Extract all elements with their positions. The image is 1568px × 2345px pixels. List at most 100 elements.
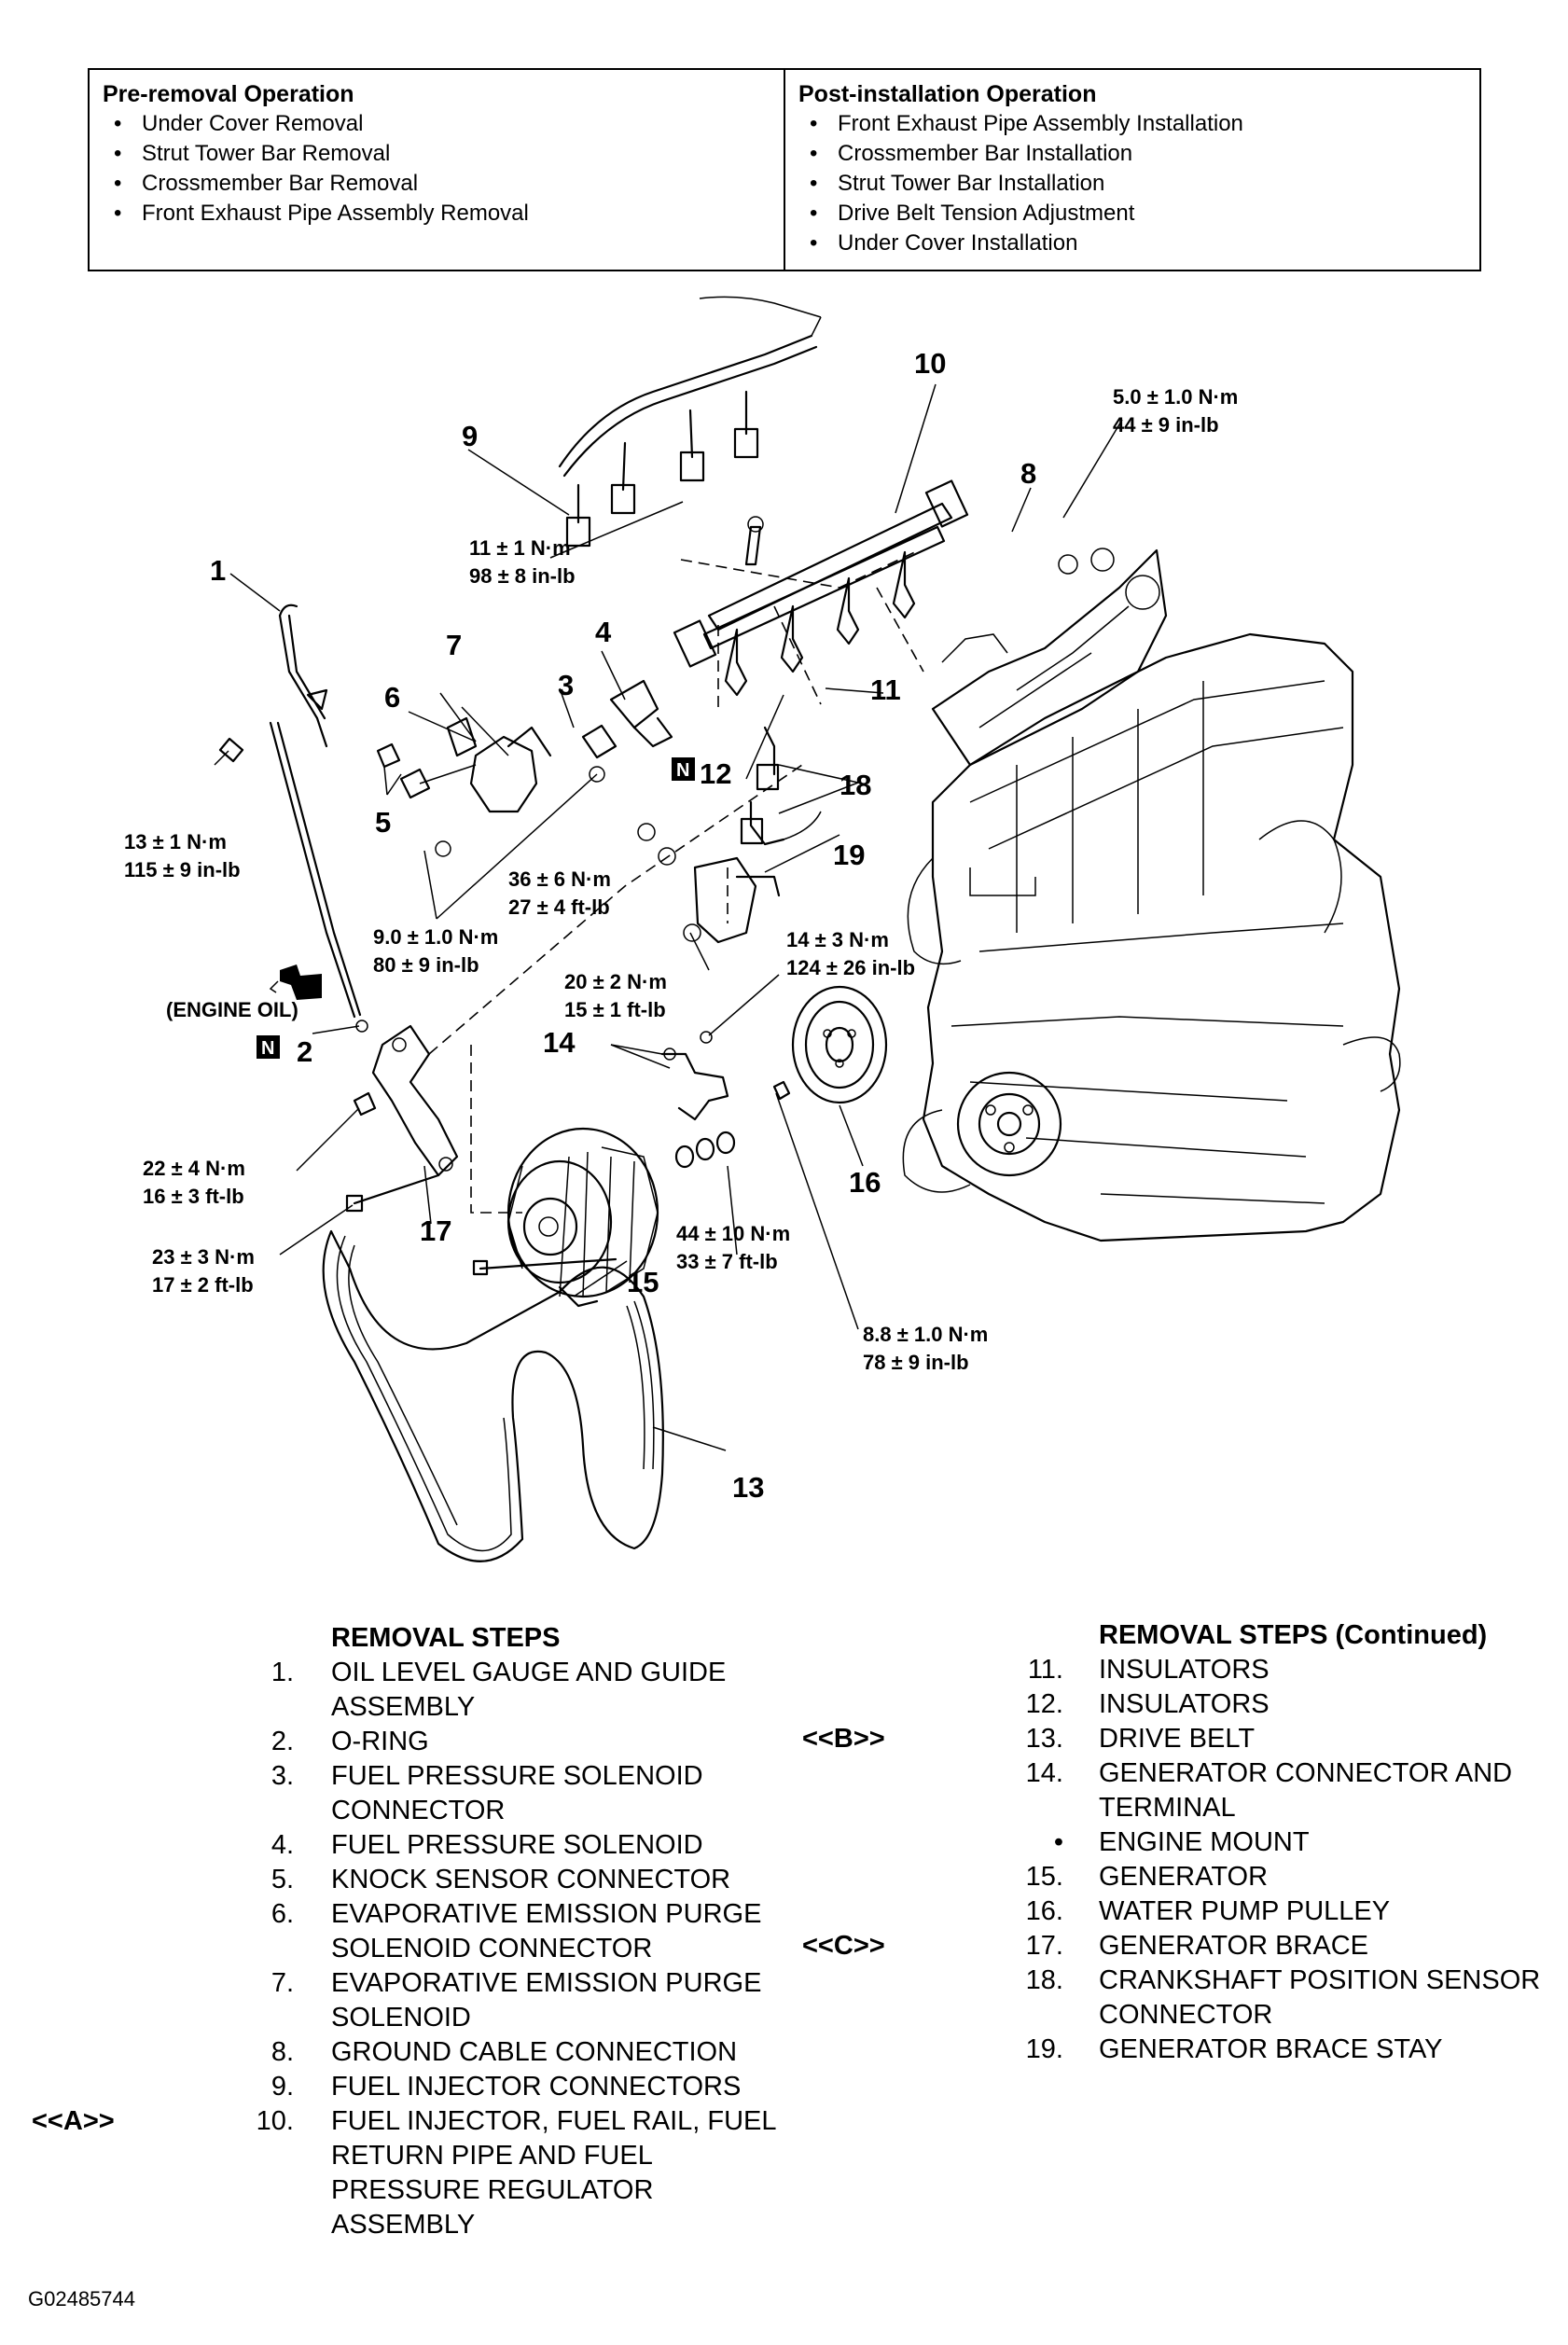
torque-36-nm: 36 ± 6 N·m xyxy=(508,867,611,891)
generator-drawing xyxy=(470,1045,659,1308)
callout-16: 16 xyxy=(849,1166,881,1199)
callout-11: 11 xyxy=(870,673,901,706)
list-item: Under Cover Installation xyxy=(798,229,1466,258)
torque-78-inlb: 78 ± 9 in-lb xyxy=(863,1351,969,1374)
torque-80-inlb: 80 ± 9 in-lb xyxy=(373,953,479,977)
list-item: 3.FUEL PRESSURE SOLENOID CONNECTOR xyxy=(271,1761,703,1825)
torque-124-inlb: 124 ± 26 in-lb xyxy=(786,956,915,979)
list-item: 4.FUEL PRESSURE SOLENOID xyxy=(271,1830,703,1860)
removal-steps-continued: REMOVAL STEPS (Continued) 11.INSULATORS … xyxy=(793,1618,1567,2067)
torque-5-0-nm: 5.0 ± 1.0 N·m xyxy=(1113,385,1238,409)
torque-44-nm: 44 ± 10 N·m xyxy=(676,1222,790,1245)
exploded-view-diagram: 1 2 3 4 5 6 7 8 9 10 11 12 13 14 15 16 1… xyxy=(0,280,1568,1576)
list-item: 8.GROUND CABLE CONNECTION xyxy=(271,2037,738,2067)
torque-8-8-nm: 8.8 ± 1.0 N·m xyxy=(863,1323,988,1346)
n-mark-2: N xyxy=(257,1035,280,1059)
list-item: <<C>>17.GENERATOR BRACE xyxy=(802,1931,1368,1961)
torque-22-nm: 22 ± 4 N·m xyxy=(143,1157,245,1180)
callout-12: 12 xyxy=(700,757,731,790)
torque-23-nm: 23 ± 3 N·m xyxy=(152,1245,255,1269)
removal-steps-continued-header: REMOVAL STEPS (Continued) xyxy=(1099,1620,1488,1650)
torque-16-ftlb: 16 ± 3 ft-lb xyxy=(143,1185,244,1208)
torque-11-nm: 11 ± 1 N·m xyxy=(469,536,571,560)
callout-10: 10 xyxy=(914,347,946,380)
fuel-rail-assembly-drawing xyxy=(673,479,969,709)
list-item: 15.GENERATOR xyxy=(1025,1862,1269,1892)
callout-13: 13 xyxy=(732,1471,764,1504)
engine-oil-label: (ENGINE OIL) xyxy=(166,998,298,1021)
torque-27-ftlb: 27 ± 4 ft-lb xyxy=(508,895,610,919)
wire-harness-drawing xyxy=(558,296,822,548)
callout-14: 14 xyxy=(543,1026,576,1059)
list-item: <<A>>10.FUEL INJECTOR, FUEL RAIL, FUEL R… xyxy=(32,2106,776,2240)
list-item: 14.GENERATOR CONNECTOR AND TERMINAL xyxy=(1025,1758,1513,1823)
pre-removal-list: Under Cover Removal Strut Tower Bar Remo… xyxy=(103,109,770,229)
torque-98-inlb: 98 ± 8 in-lb xyxy=(469,564,576,588)
callout-numbers: 1 2 3 4 5 6 7 8 9 10 11 12 13 14 15 16 1… xyxy=(210,347,1036,1504)
post-installation-column: Post-installation Operation Front Exhaus… xyxy=(784,70,1479,270)
list-item: 9.FUEL INJECTOR CONNECTORS xyxy=(271,2072,742,2102)
n-mark-12: N xyxy=(672,757,695,781)
list-item: Front Exhaust Pipe Assembly Installation xyxy=(798,109,1466,139)
list-item: 6.EVAPORATIVE EMISSION PURGE SOLENOID CO… xyxy=(271,1899,762,1963)
oil-can-icon xyxy=(269,964,322,1000)
pre-removal-column: Pre-removal Operation Under Cover Remova… xyxy=(90,70,784,270)
callout-7: 7 xyxy=(446,629,462,661)
list-item: 7.EVAPORATIVE EMISSION PURGE SOLENOID xyxy=(271,1968,762,2033)
list-item: 12.INSULATORS xyxy=(1025,1689,1270,1719)
figure-id: G02485744 xyxy=(28,2287,135,2310)
operations-table: Pre-removal Operation Under Cover Remova… xyxy=(88,68,1481,271)
engine-block-drawing xyxy=(902,548,1401,1242)
leader-lines xyxy=(214,383,1123,1451)
torque-9-0-nm: 9.0 ± 1.0 N·m xyxy=(373,925,498,949)
list-item: 18.CRANKSHAFT POSITION SENSOR CONNECTOR xyxy=(1025,1965,1541,2030)
callout-17: 17 xyxy=(420,1214,451,1247)
callout-15: 15 xyxy=(627,1266,659,1298)
generator-connector-drawing xyxy=(660,1031,736,1169)
callout-2: 2 xyxy=(297,1035,312,1068)
list-item: 19.GENERATOR BRACE STAY xyxy=(1025,2034,1443,2064)
callout-6: 6 xyxy=(384,681,400,714)
list-item: Drive Belt Tension Adjustment xyxy=(798,199,1466,229)
svg-text:N: N xyxy=(261,1038,274,1059)
brace-stay-drawing xyxy=(637,726,822,944)
callout-4: 4 xyxy=(595,616,612,648)
torque-33-ftlb: 33 ± 7 ft-lb xyxy=(676,1250,778,1273)
list-item: Strut Tower Bar Removal xyxy=(103,139,770,169)
list-item: <<B>>13.DRIVE BELT xyxy=(802,1724,1256,1754)
water-pump-pulley-drawing xyxy=(772,985,888,1104)
callout-8: 8 xyxy=(1020,457,1036,490)
list-item: Front Exhaust Pipe Assembly Removal xyxy=(103,199,770,229)
torque-115-inlb: 115 ± 9 in-lb xyxy=(124,858,241,881)
post-installation-list: Front Exhaust Pipe Assembly Installation… xyxy=(798,109,1466,258)
torque-15-ftlb: 15 ± 1 ft-lb xyxy=(564,998,666,1021)
list-item: 1.OIL LEVEL GAUGE AND GUIDE ASSEMBLY xyxy=(271,1658,727,1722)
list-item: 16.WATER PUMP PULLEY xyxy=(1025,1896,1391,1926)
torque-14-nm: 14 ± 3 N·m xyxy=(786,928,889,951)
list-item: 11.INSULATORS xyxy=(1027,1655,1270,1685)
callout-9: 9 xyxy=(462,420,478,452)
callout-19: 19 xyxy=(833,839,865,871)
callout-5: 5 xyxy=(375,806,391,839)
torque-20-nm: 20 ± 2 N·m xyxy=(564,970,667,993)
list-item: Under Cover Removal xyxy=(103,109,770,139)
post-installation-title: Post-installation Operation xyxy=(798,81,1097,107)
callout-3: 3 xyxy=(558,669,574,701)
list-item: •ENGINE MOUNT xyxy=(1053,1827,1310,1857)
list-item: Crossmember Bar Removal xyxy=(103,169,770,199)
list-item: Strut Tower Bar Installation xyxy=(798,169,1466,199)
callout-1: 1 xyxy=(210,554,226,587)
list-item: 2.O-RING xyxy=(271,1727,429,1756)
callout-18: 18 xyxy=(840,769,871,801)
solenoid-assemblies-drawing xyxy=(376,679,673,857)
removal-steps-header: REMOVAL STEPS xyxy=(331,1623,561,1653)
drive-belt-drawing xyxy=(322,1229,664,1562)
generator-brace-drawing xyxy=(345,764,803,1213)
removal-steps: REMOVAL STEPS 1.OIL LEVEL GAUGE AND GUID… xyxy=(0,1621,802,2242)
oil-level-gauge-drawing xyxy=(218,604,368,1033)
list-item: 5.KNOCK SENSOR CONNECTOR xyxy=(271,1865,731,1894)
torque-17-ftlb: 17 ± 2 ft-lb xyxy=(152,1273,254,1297)
torque-13-nm: 13 ± 1 N·m xyxy=(124,830,227,853)
list-item: Crossmember Bar Installation xyxy=(798,139,1466,169)
torque-44-inlb: 44 ± 9 in-lb xyxy=(1113,413,1219,437)
